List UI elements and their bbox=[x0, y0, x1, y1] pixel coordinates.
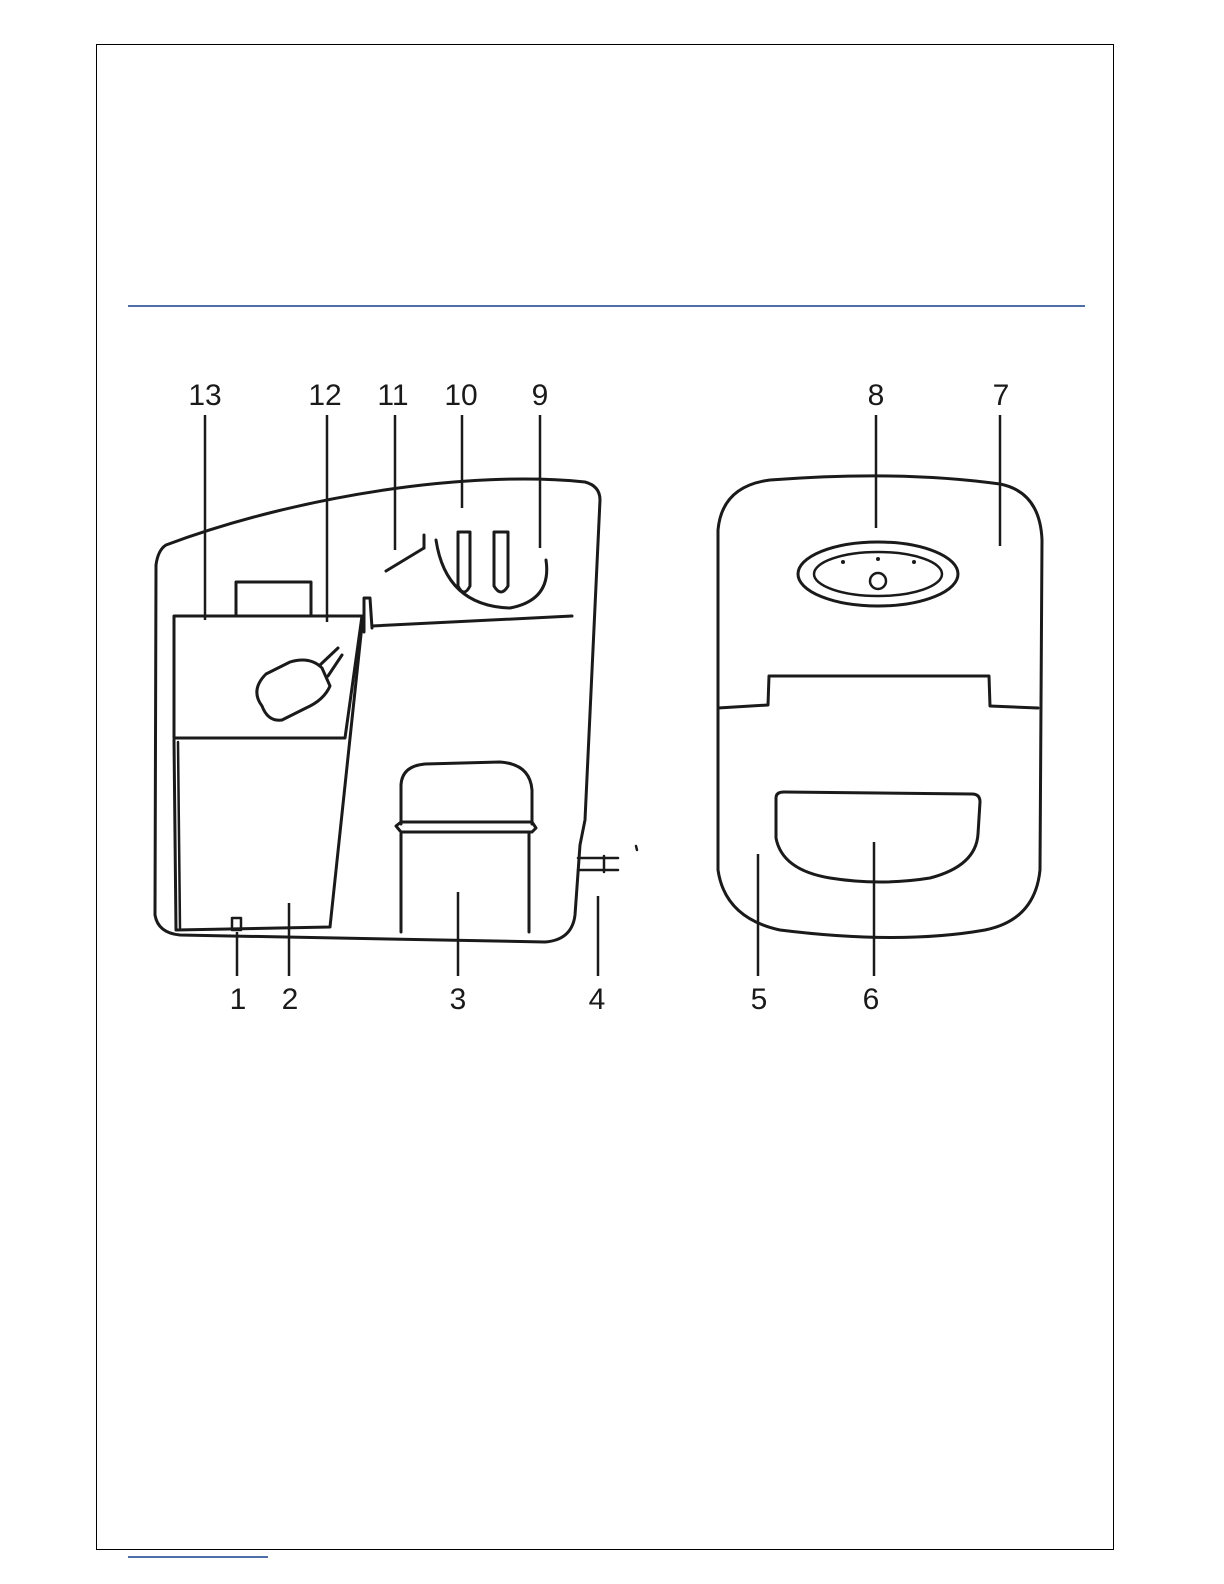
indicator-light-3 bbox=[912, 560, 916, 564]
housing-inner-edge bbox=[178, 742, 180, 928]
indicator-light-2 bbox=[876, 557, 880, 561]
lid-seam bbox=[718, 676, 1038, 708]
callout-1: 1 bbox=[230, 983, 247, 1016]
lower-tank-housing bbox=[174, 625, 362, 930]
callout-2: 2 bbox=[282, 983, 299, 1016]
evaporator-finger-right bbox=[494, 532, 508, 592]
ice-scoop bbox=[257, 660, 330, 720]
callout-4: 4 bbox=[589, 983, 606, 1016]
drain-plug bbox=[578, 846, 637, 872]
callout-10: 10 bbox=[444, 379, 477, 412]
callout-8: 8 bbox=[868, 379, 885, 412]
machine-body-outline bbox=[155, 479, 600, 942]
indicator-light-1 bbox=[841, 560, 845, 564]
evaporator-finger-left bbox=[458, 532, 470, 592]
callout-3: 3 bbox=[450, 983, 467, 1016]
machine-top-view bbox=[718, 476, 1042, 938]
callout-9: 9 bbox=[532, 379, 549, 412]
ice-basket-top bbox=[401, 762, 532, 824]
water-tank-outline bbox=[174, 616, 362, 738]
callout-12: 12 bbox=[308, 379, 341, 412]
lid-hinge-block bbox=[236, 582, 311, 616]
callout-13: 13 bbox=[188, 379, 221, 412]
callout-6: 6 bbox=[863, 983, 880, 1016]
callout-5: 5 bbox=[751, 983, 768, 1016]
ice-sensor-arm bbox=[386, 548, 424, 571]
water-tray-curve bbox=[436, 540, 547, 608]
shelf-line bbox=[372, 616, 572, 626]
power-button bbox=[870, 573, 886, 589]
callout-7: 7 bbox=[993, 379, 1010, 412]
viewing-window bbox=[776, 792, 980, 882]
callout-11: 11 bbox=[377, 379, 408, 412]
ice-basket-rim bbox=[396, 822, 536, 832]
